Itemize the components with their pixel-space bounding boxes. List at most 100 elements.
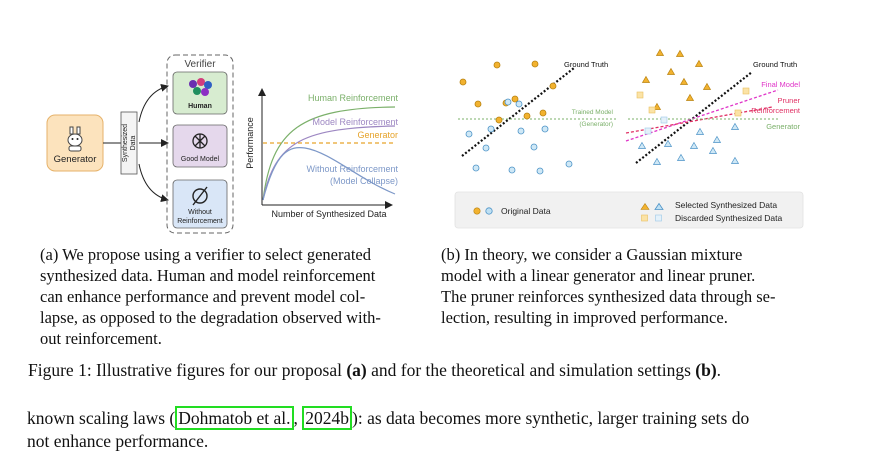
reinforcement-label: Reinforcement <box>751 106 801 115</box>
orange-point <box>531 60 539 68</box>
final-model-line <box>625 89 779 142</box>
selected-blue-triangle <box>652 157 662 165</box>
blue-point <box>536 167 544 175</box>
label-model-collapse: (Model Collapse) <box>330 176 398 186</box>
caption-b-line: (b) In theory, we consider a Gaussian mi… <box>441 245 743 264</box>
blue-point <box>565 160 573 168</box>
blue-point <box>504 98 512 106</box>
label-without-reinforcement: Without Reinforcement <box>306 164 398 174</box>
pruner-label: Pruner <box>777 96 800 105</box>
caption-a-line: synthesized data. Human and model reinfo… <box>40 266 376 285</box>
blue-point <box>482 144 490 152</box>
blue-point <box>530 143 538 151</box>
selected-blue-triangle <box>712 135 722 143</box>
good-model-label: Good Model <box>181 156 220 163</box>
left-ground-truth-label: Ground Truth <box>564 60 608 69</box>
orange-point <box>474 100 482 108</box>
right-ground-truth-label: Ground Truth <box>753 60 797 69</box>
generator-label: Generator <box>54 154 97 165</box>
curve-model <box>262 125 396 201</box>
orange-point <box>459 78 467 86</box>
legend-discarded-label: Discarded Synthesized Data <box>675 213 783 223</box>
panel-b-left-scatter: Ground Truth Trained Model (Generator) <box>458 60 617 175</box>
selected-orange-triangle <box>655 48 665 56</box>
empty-set-icon <box>192 186 208 206</box>
human-icon <box>189 78 212 96</box>
legend-original-label: Original Data <box>501 206 551 216</box>
selected-orange-triangle <box>666 67 676 75</box>
discarded-orange-square <box>734 109 742 117</box>
figure-caption-prefix: Figure 1: Illustrative figures for our p… <box>28 360 347 380</box>
orange-point <box>511 95 519 103</box>
orange-point <box>549 82 557 90</box>
left-generator-label: (Generator) <box>579 121 613 128</box>
figure-caption-middle: and for the theoretical and simulation s… <box>366 360 696 380</box>
body-text-comma: , <box>293 408 303 428</box>
without-box <box>172 179 228 229</box>
selected-orange-triangle <box>702 82 712 90</box>
caption-a: (a) We propose using a verifier to selec… <box>40 244 420 349</box>
synthesized-label-data: Data <box>130 136 137 151</box>
label-generator: Generator <box>357 130 398 140</box>
legend-blue-point <box>485 207 493 215</box>
synthesized-data-box <box>120 111 138 175</box>
verifier-title: Verifier <box>184 59 216 70</box>
final-model-label: Final Model <box>761 80 800 89</box>
body-text-line2: not enhance performance. <box>27 431 209 451</box>
legend-selected-orange-triangle <box>640 202 650 210</box>
blue-point <box>487 125 495 133</box>
selected-orange-triangle <box>679 77 689 85</box>
blue-point <box>517 127 525 135</box>
caption-a-line: can enhance performance and prevent mode… <box>40 287 366 306</box>
body-text-pre: known scaling laws ( <box>27 408 176 428</box>
human-label: Human <box>188 103 212 110</box>
without-label-2: Reinforcement <box>177 218 223 225</box>
selected-orange-triangle <box>694 59 704 67</box>
left-trained-model-label: Trained Model <box>572 109 614 116</box>
body-paragraph: known scaling laws (Dohmatob et al., 202… <box>27 406 857 453</box>
blue-point <box>515 100 523 108</box>
figure-caption-b: (b) <box>695 360 717 380</box>
label-human-reinforcement: Human Reinforcement <box>308 93 399 103</box>
legend-orange-point <box>473 207 481 215</box>
selected-orange-triangle <box>675 49 685 57</box>
blue-point <box>541 125 549 133</box>
curve-human <box>262 106 396 201</box>
legend-selected-label: Selected Synthesized Data <box>675 200 777 210</box>
selected-blue-triangle <box>730 156 740 164</box>
selected-orange-triangle <box>641 75 651 83</box>
openai-icon <box>192 133 208 149</box>
legend-selected-blue-triangle <box>654 202 664 210</box>
citation-link-author[interactable]: Dohmatob et al. <box>175 406 294 430</box>
orange-point <box>493 61 501 69</box>
selected-blue-triangle <box>695 127 705 135</box>
discarded-orange-square <box>648 106 656 114</box>
panel-b-legend: Original Data Selected Synthesized Data … <box>454 191 804 229</box>
caption-b-line: model with a linear generator and linear… <box>441 266 756 285</box>
blue-point <box>472 164 480 172</box>
caption-b-line: The pruner reinforces synthesized data t… <box>441 287 776 306</box>
figure-caption: Figure 1: Illustrative figures for our p… <box>28 360 858 381</box>
figure-caption-a: (a) <box>346 360 367 380</box>
panel-a-diagram: Generator Synthesized Data Verifier Huma… <box>46 54 234 234</box>
synthesized-label: Synthesized <box>122 124 129 162</box>
caption-a-line: lapse, as opposed to the degradation obs… <box>40 308 381 327</box>
selected-blue-triangle <box>730 122 740 130</box>
caption-a-line: (a) We propose using a verifier to selec… <box>40 245 371 264</box>
selected-blue-triangle <box>676 153 686 161</box>
curve-without <box>262 147 396 201</box>
panel-b-right-scatter: Ground Truth Final Model Pruner Reinforc… <box>625 48 801 165</box>
legend-discarded-blue-square <box>655 214 662 222</box>
label-model-reinforcement: Model Reinforcement <box>312 117 398 127</box>
verifier-container <box>166 54 234 234</box>
selected-orange-triangle <box>685 93 695 101</box>
selected-blue-triangle <box>689 141 699 149</box>
orange-point <box>495 116 503 124</box>
performance-plot: Performance Number of Synthesized Data H… <box>245 88 399 219</box>
body-text-post: ): as data becomes more synthetic, large… <box>352 408 750 428</box>
discarded-orange-square <box>742 87 750 95</box>
caption-b: (b) In theory, we consider a Gaussian mi… <box>441 244 821 328</box>
citation-link-year[interactable]: 2024b <box>302 406 353 430</box>
discarded-orange-square <box>636 91 644 99</box>
selected-blue-triangle <box>708 146 718 154</box>
